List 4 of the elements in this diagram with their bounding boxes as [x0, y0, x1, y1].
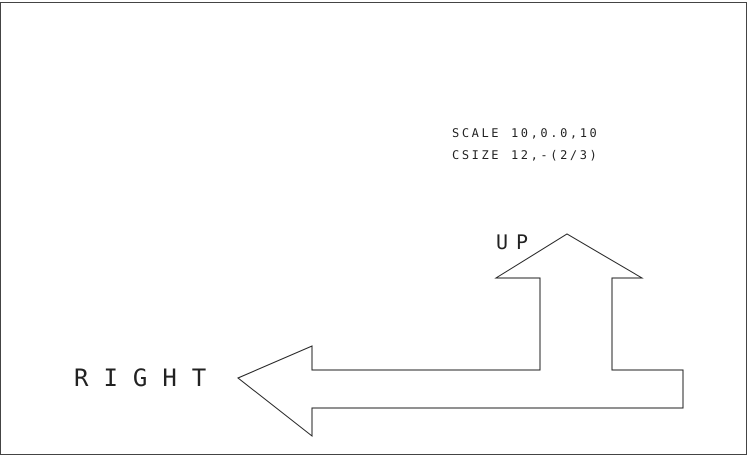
- plotter-command-text: SCALE 10,0.0,10: [452, 127, 600, 139]
- arrow-label: RIGHT: [74, 366, 222, 390]
- plotter-command-text: CSIZE 12,-(2/3): [452, 149, 600, 161]
- arrow-label: UP: [496, 232, 536, 252]
